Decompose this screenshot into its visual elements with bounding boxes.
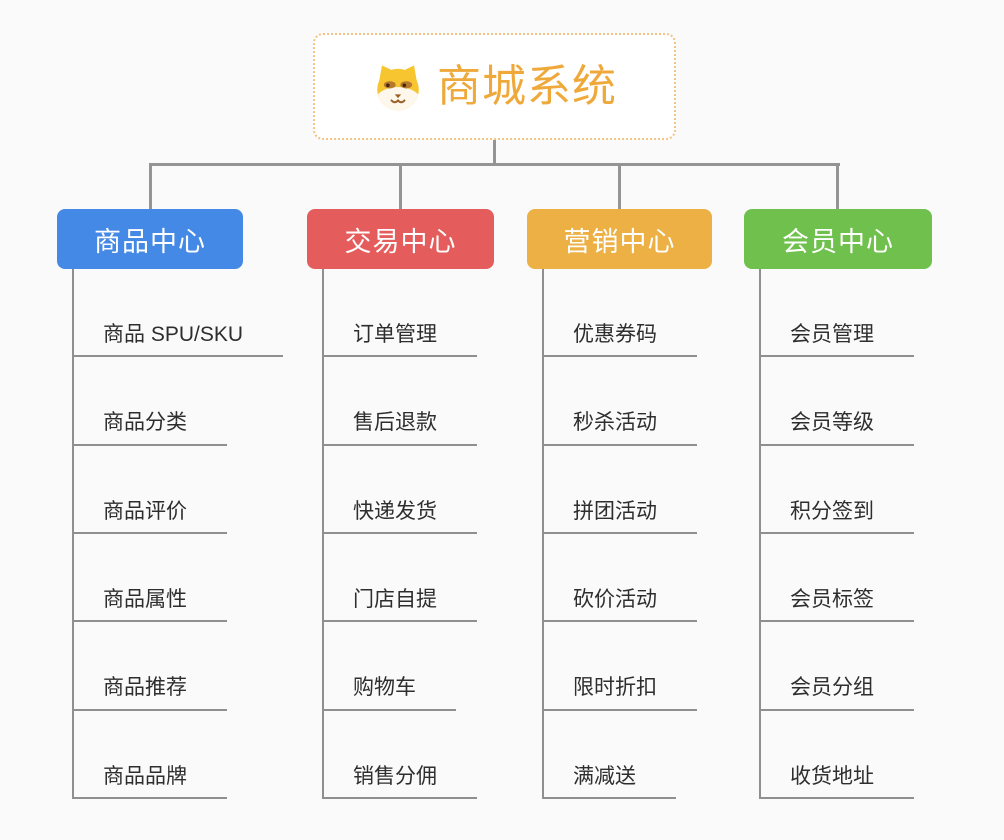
connector-drop-marketing xyxy=(618,165,621,210)
branch-item[interactable]: 商品属性 xyxy=(72,534,227,623)
branch-item[interactable]: 拼团活动 xyxy=(542,446,697,534)
branch-item-label: 订单管理 xyxy=(353,323,437,347)
branch-item-label: 购物车 xyxy=(353,676,416,700)
branch-item[interactable]: 限时折扣 xyxy=(542,622,697,711)
branch-column-member: 会员中心 会员管理 会员等级 积分签到 会员标签 会员分组 收货地址 xyxy=(744,209,984,799)
branch-item[interactable]: 砍价活动 xyxy=(542,534,697,623)
branch-item-label: 商品品牌 xyxy=(103,764,187,788)
branch-item-label: 积分签到 xyxy=(790,499,874,523)
branch-header-trade[interactable]: 交易中心 xyxy=(307,209,494,269)
branch-item-label: 满减送 xyxy=(573,764,636,788)
branch-item[interactable]: 商品推荐 xyxy=(72,622,227,711)
connector-drop-product xyxy=(149,165,152,210)
branch-column-product: 商品中心 商品 SPU/SKU 商品分类 商品评价 商品属性 商品推荐 商品品牌 xyxy=(57,209,297,799)
branch-item[interactable]: 订单管理 xyxy=(322,269,477,358)
branch-item-label: 快递发货 xyxy=(353,499,437,523)
branch-item-label: 商品推荐 xyxy=(103,676,187,700)
branch-item-label: 会员标签 xyxy=(790,588,874,612)
branch-items-member: 会员管理 会员等级 积分签到 会员标签 会员分组 收货地址 xyxy=(759,269,984,799)
branch-column-marketing: 营销中心 优惠券码 秒杀活动 拼团活动 砍价活动 限时折扣 满减送 xyxy=(527,209,767,799)
connector-bus xyxy=(149,163,840,166)
branch-item[interactable]: 销售分佣 xyxy=(322,711,477,799)
branch-item[interactable]: 购物车 xyxy=(322,622,456,711)
branch-item[interactable]: 满减送 xyxy=(542,711,676,799)
branch-item-label: 商品属性 xyxy=(103,588,187,612)
branch-item-label: 商品评价 xyxy=(103,499,187,523)
dog-icon xyxy=(372,62,424,112)
branch-item[interactable]: 会员标签 xyxy=(759,534,914,623)
connector-root-stem xyxy=(493,140,496,164)
branch-item-label: 优惠券码 xyxy=(573,323,657,347)
branch-item-label: 拼团活动 xyxy=(573,499,657,523)
branch-item-label: 商品分类 xyxy=(103,411,187,435)
branch-item-label: 门店自提 xyxy=(353,588,437,612)
connector-drop-member xyxy=(836,165,839,210)
branch-header-product[interactable]: 商品中心 xyxy=(57,209,243,269)
branch-item-label: 收货地址 xyxy=(790,764,874,788)
branch-item-label: 限时折扣 xyxy=(573,676,657,700)
root-title: 商城系统 xyxy=(437,61,617,111)
branch-item-label: 售后退款 xyxy=(353,411,437,435)
branch-item-label: 砍价活动 xyxy=(573,588,657,612)
branch-items-product: 商品 SPU/SKU 商品分类 商品评价 商品属性 商品推荐 商品品牌 xyxy=(72,269,297,799)
branch-item[interactable]: 秒杀活动 xyxy=(542,357,697,446)
branch-item-label: 秒杀活动 xyxy=(573,411,657,435)
root-node[interactable]: 商城系统 xyxy=(313,33,676,140)
branch-item[interactable]: 积分签到 xyxy=(759,446,914,534)
branch-item[interactable]: 售后退款 xyxy=(322,357,477,446)
branch-item[interactable]: 商品评价 xyxy=(72,446,227,534)
branch-item[interactable]: 商品分类 xyxy=(72,357,227,446)
branch-header-member[interactable]: 会员中心 xyxy=(744,209,932,269)
branch-item[interactable]: 商品 SPU/SKU xyxy=(72,269,284,358)
branch-item[interactable]: 商品品牌 xyxy=(72,711,227,799)
branch-item[interactable]: 会员分组 xyxy=(759,622,914,711)
branch-item[interactable]: 会员等级 xyxy=(759,357,914,446)
branch-item[interactable]: 门店自提 xyxy=(322,534,477,623)
branch-item[interactable]: 收货地址 xyxy=(759,711,914,799)
branch-item[interactable]: 会员管理 xyxy=(759,269,914,358)
branch-item[interactable]: 快递发货 xyxy=(322,446,477,534)
branch-header-marketing[interactable]: 营销中心 xyxy=(527,209,712,269)
branch-items-marketing: 优惠券码 秒杀活动 拼团活动 砍价活动 限时折扣 满减送 xyxy=(542,269,767,799)
branch-item-label: 会员等级 xyxy=(790,411,874,435)
branch-item-label: 销售分佣 xyxy=(353,764,437,788)
connector-drop-trade xyxy=(399,165,402,210)
branch-item-label: 会员管理 xyxy=(790,323,874,347)
branch-item-label: 商品 SPU/SKU xyxy=(103,323,244,347)
branch-item-label: 会员分组 xyxy=(790,676,874,700)
branch-items-trade: 订单管理 售后退款 快递发货 门店自提 购物车 销售分佣 xyxy=(322,269,547,799)
branch-column-trade: 交易中心 订单管理 售后退款 快递发货 门店自提 购物车 销售分佣 xyxy=(307,209,547,799)
branch-item[interactable]: 优惠券码 xyxy=(542,269,697,358)
